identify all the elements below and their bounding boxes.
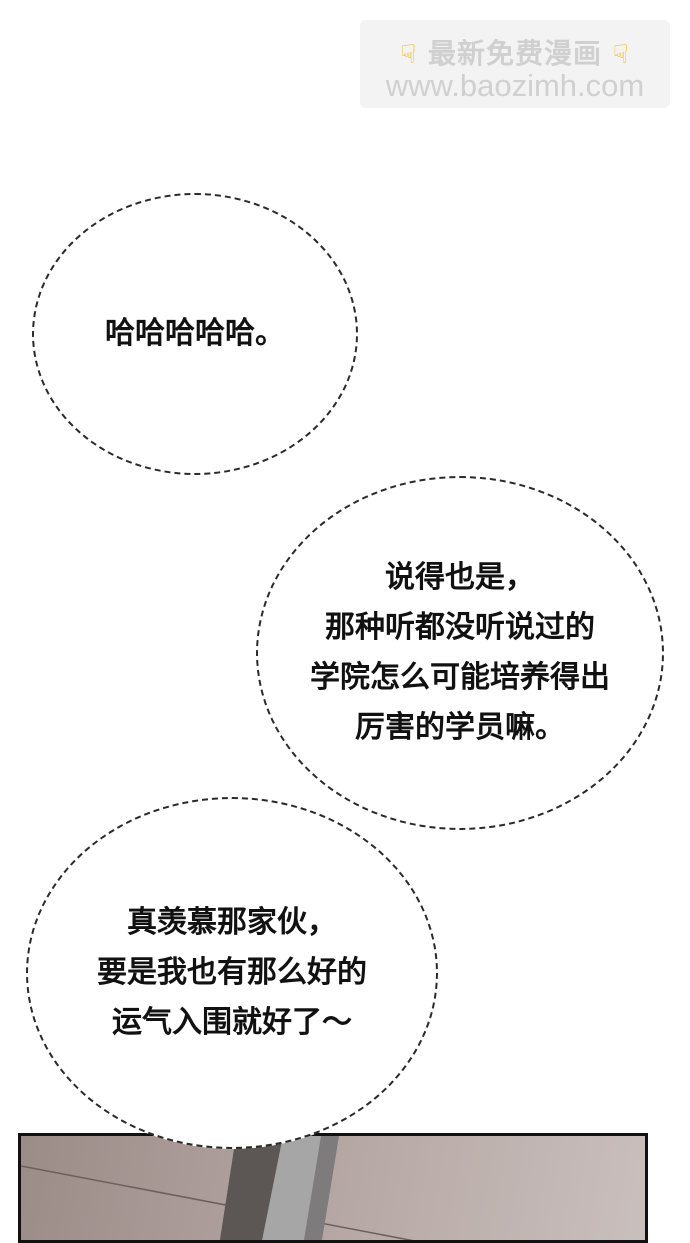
speech-bubble-academy: 说得也是， 那种听都没听说过的 学院怎么可能培养得出 厉害的学员嘛。 <box>256 476 664 830</box>
watermark-title: 最新免费漫画 <box>427 37 602 70</box>
pointing-down-hand-icon: ☟ <box>612 40 630 70</box>
speech-bubble-text: 真羡慕那家伙， 要是我也有那么好的 运气入围就好了～ <box>97 905 367 1040</box>
speech-bubble-text: 哈哈哈哈哈。 <box>105 316 285 351</box>
speech-bubble-text: 说得也是， 那种听都没听说过的 学院怎么可能培养得出 厉害的学员嘛。 <box>310 560 610 745</box>
watermark-url: www.baozimh.com <box>385 68 645 103</box>
panel-artwork <box>21 1136 414 1240</box>
pointing-down-hand-icon: ☟ <box>400 40 418 70</box>
watermark-banner: ☟ 最新免费漫画 ☟ www.baozimh.com <box>360 20 670 108</box>
speech-bubble-laugh: 哈哈哈哈哈。 <box>32 193 358 475</box>
speech-bubble-envy: 真羡慕那家伙， 要是我也有那么好的 运气入围就好了～ <box>26 797 438 1149</box>
comic-panel <box>18 1133 648 1243</box>
